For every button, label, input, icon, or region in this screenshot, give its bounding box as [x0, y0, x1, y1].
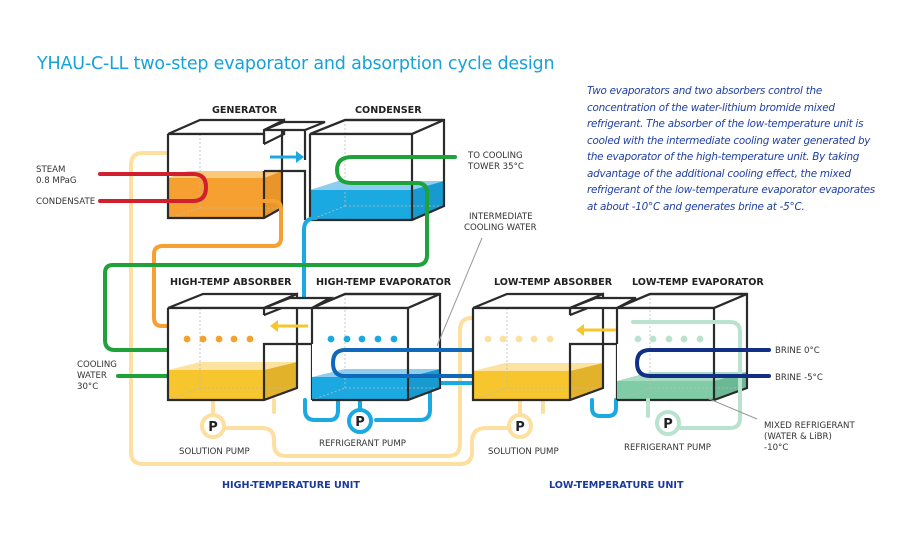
spray-dots-high-evaporator	[327, 335, 398, 343]
low-temp-absorber-unit	[471, 292, 605, 402]
mixed-refrigerant-label: MIXED REFRIGERANT	[764, 421, 855, 431]
low-temp-evaporator-label: LOW-TEMP EVAPORATOR	[632, 277, 764, 288]
steam-label: STEAM	[36, 165, 65, 175]
pump-symbol: P	[663, 417, 673, 432]
brine-in-label: BRINE 0°C	[775, 346, 820, 356]
spray-dots-high-absorber	[183, 335, 254, 343]
condensate-label: CONDENSATE	[36, 197, 95, 207]
condenser-unit	[308, 118, 446, 222]
refrigerant-pump-high: P	[347, 408, 373, 434]
partition-low	[603, 342, 619, 400]
solution-pump-low: P	[507, 413, 533, 439]
high-temp-evaporator-label: HIGH-TEMP EVAPORATOR	[316, 277, 452, 288]
low-temp-evaporator-unit	[615, 292, 749, 402]
solution-pump-high: P	[200, 413, 226, 439]
high-temp-absorber-unit	[166, 292, 299, 402]
mixed-refrigerant-leader-line	[706, 397, 758, 420]
intermediate-leader-line	[436, 237, 483, 347]
solution-pump-high-label: SOLUTION PUMP	[179, 447, 250, 457]
vapor-arrow-high	[270, 320, 308, 332]
spray-dots-low-evaporator	[634, 335, 704, 343]
high-temp-absorber-label: HIGH-TEMP ABSORBER	[170, 277, 292, 288]
high-temp-evaporator-unit	[310, 292, 442, 402]
cooling-tower-label: TO COOLING	[467, 151, 523, 161]
pump-symbol: P	[355, 415, 365, 430]
partition-high	[297, 342, 314, 400]
weak-solution-pipe	[129, 151, 567, 466]
cooling-water-label: COOLING	[77, 360, 117, 370]
high-absorber-evaporator-duct	[263, 296, 335, 310]
solution-pump-low-label: SOLUTION PUMP	[488, 447, 559, 457]
mixed-refrigerant-composition-label: (WATER & LiBR)	[764, 432, 832, 442]
intermediate-label-line2: COOLING WATER	[464, 223, 537, 233]
condenser-label: CONDENSER	[355, 105, 422, 116]
low-absorber-evaporator-duct	[569, 296, 637, 310]
mixed-refrigerant-temp-label: -10°C	[764, 443, 788, 453]
partition-gen-cond	[282, 169, 307, 220]
refrigerant-pump-low: P	[655, 410, 681, 436]
steam-pipe	[98, 172, 208, 203]
generator-label: GENERATOR	[212, 105, 278, 116]
cooling-water-label-line2: WATER	[77, 371, 107, 381]
brine-pipe	[635, 348, 771, 378]
pump-symbol: P	[208, 420, 218, 435]
refrigerant-pump-high-label: REFRIGERANT PUMP	[319, 439, 406, 449]
low-temp-absorber-label: LOW-TEMP ABSORBER	[494, 277, 613, 288]
spray-dots-low-absorber	[484, 335, 554, 343]
generator-condenser-duct	[263, 120, 326, 132]
vapor-flow-arrow	[270, 151, 304, 163]
refrigerant-pump-low-label: REFRIGERANT PUMP	[624, 443, 711, 453]
steam-pressure-label: 0.8 MPaG	[36, 176, 77, 186]
diagram-title: YHAU-C-LL two-step evaporator and absorp…	[37, 54, 555, 74]
low-temperature-unit-label: LOW-TEMPERATURE UNIT	[549, 480, 684, 491]
high-temperature-unit-label: HIGH-TEMPERATURE UNIT	[222, 480, 360, 491]
generator-unit	[166, 118, 286, 220]
diagram-description: Two evaporators and two absorbers contro…	[587, 85, 875, 213]
pump-symbol: P	[515, 420, 525, 435]
vapor-arrow-low	[576, 324, 616, 336]
strong-solution-pipe	[152, 199, 283, 328]
cooling-tower-temp-label: TOWER 35°C	[467, 162, 524, 172]
brine-out-label: BRINE -5°C	[775, 373, 823, 383]
intermediate-label: INTERMEDIATE	[469, 212, 533, 222]
cooling-water-temp-label: 30°C	[77, 382, 98, 392]
